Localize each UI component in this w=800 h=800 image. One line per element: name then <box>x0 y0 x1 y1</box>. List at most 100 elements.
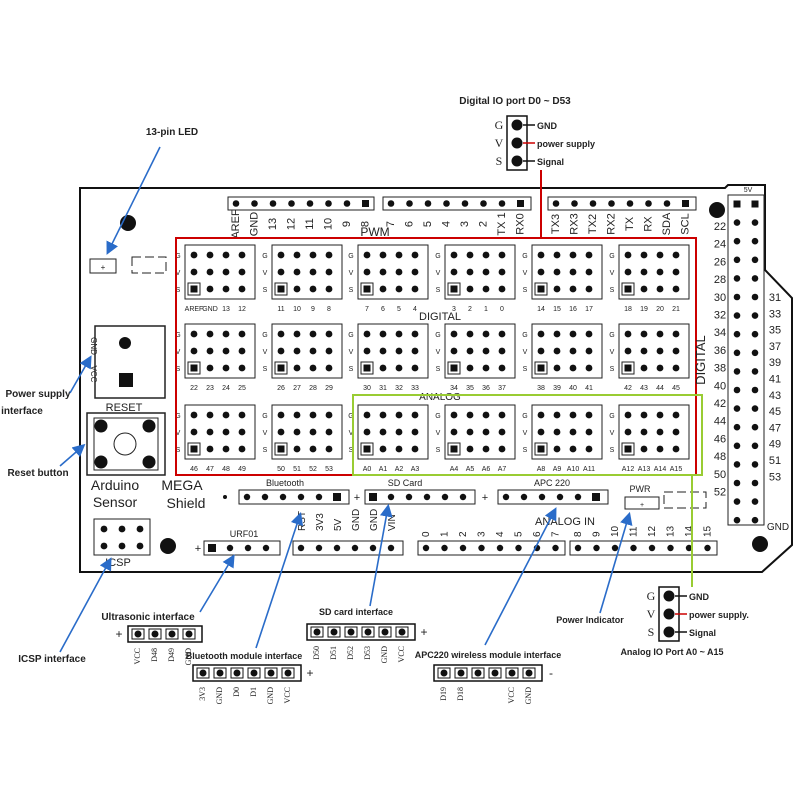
pin-hole-square <box>277 445 285 453</box>
callout-pin-frame <box>327 626 341 638</box>
pin-hole <box>379 445 387 453</box>
annotation-analog-io: Analog IO Port A0 ~ A15 <box>620 647 723 657</box>
callout-pin <box>134 630 142 638</box>
pin-hole-square <box>362 200 369 207</box>
top-header-label: TX3 <box>550 214 562 234</box>
pin-hole <box>206 347 214 355</box>
gvs-label: V <box>349 270 354 277</box>
pin-hole <box>411 285 419 293</box>
reset-leg <box>142 455 156 469</box>
callout-pin-frame <box>213 667 227 679</box>
pin-square <box>274 282 288 296</box>
right-pin-label: 34 <box>714 327 726 339</box>
pin-hole <box>363 330 371 338</box>
pin-hole <box>553 364 561 372</box>
analog-pin-label: 12 <box>647 525 658 537</box>
pin-number-label: 40 <box>569 385 577 392</box>
pin-hole <box>379 347 387 355</box>
pin-hole <box>553 330 561 338</box>
analog-pin-label: 4 <box>495 531 506 537</box>
header-box <box>547 196 697 211</box>
pin-hole <box>411 364 419 372</box>
pin-hole-square <box>190 285 198 293</box>
analog-in-label: ANALOG IN <box>535 516 595 528</box>
pin-number-label: 7 <box>365 306 369 313</box>
gvs-label: G <box>348 253 353 260</box>
pin-hole <box>645 200 652 207</box>
pin-hole-square <box>190 364 198 372</box>
right-pin-label: 44 <box>714 416 726 428</box>
pin-hole <box>569 268 577 276</box>
pin-number-label: 16 <box>569 306 577 313</box>
pin-hole <box>751 516 759 524</box>
top-header-label: 4 <box>441 221 453 227</box>
callout-pin-label: D19 <box>439 687 448 701</box>
callout-pin <box>168 630 176 638</box>
pin-hole <box>325 411 333 419</box>
pin-hole <box>733 349 741 357</box>
pin-hole <box>325 347 333 355</box>
callout-pin-frame <box>310 626 324 638</box>
pin-hole <box>411 251 419 259</box>
right-pin-label: 33 <box>769 308 781 320</box>
pin-hole <box>395 364 403 372</box>
right-pin-label: 43 <box>769 390 781 402</box>
pin-block-frame <box>271 404 343 460</box>
gvs-label: V <box>610 270 615 277</box>
pin-hole <box>498 285 506 293</box>
pin-hole <box>751 349 759 357</box>
sdcard-header <box>364 489 476 505</box>
pin-hole <box>672 445 680 453</box>
pin-hole <box>466 364 474 372</box>
pin-hole <box>315 493 323 501</box>
annotation-power-supply-2: interface <box>1 406 43 417</box>
gvs-label: V <box>176 349 181 356</box>
pin-hole <box>751 386 759 394</box>
pin-hole-square <box>450 364 458 372</box>
top-header-label: 7 <box>385 221 397 227</box>
pin-hole <box>482 364 490 372</box>
pin-hole <box>466 428 474 436</box>
sdcard-label: SD Card <box>388 478 423 488</box>
right-pin-label: 51 <box>769 455 781 467</box>
pin-block-frame <box>271 244 343 300</box>
callout-pin-frame <box>522 667 536 679</box>
annotation-digital-io: Digital IO port D0 ~ D53 <box>459 96 571 107</box>
pin-hole <box>569 411 577 419</box>
pin-hole <box>569 428 577 436</box>
pin-hole <box>251 200 258 207</box>
callout-sign: + <box>306 666 313 680</box>
gvs-label: G <box>348 332 353 339</box>
analog-pin-label: 9 <box>592 531 603 537</box>
callout-pin-frame <box>264 667 278 679</box>
pin-hole-square <box>363 445 371 453</box>
pin-hole <box>466 411 474 419</box>
callout-pin-label: D48 <box>150 648 159 662</box>
pin-hole <box>663 200 671 207</box>
callout-pin-frame <box>165 628 179 640</box>
pin-square <box>447 282 461 296</box>
pin-number-label: 35 <box>466 385 474 392</box>
right-pin-label: 31 <box>769 292 781 304</box>
callout-pin-frame <box>437 667 451 679</box>
pin-hole <box>411 268 419 276</box>
pin-hole <box>537 251 545 259</box>
pin-hole <box>325 445 333 453</box>
pin-hole <box>293 285 301 293</box>
pin-hole <box>395 347 403 355</box>
pin-hole <box>325 268 333 276</box>
pin-number-label: 17 <box>585 306 593 313</box>
pin-hole <box>672 268 680 276</box>
pin-hole <box>190 251 198 259</box>
callout-pin <box>151 630 159 638</box>
pin-number-label: 2 <box>468 306 472 313</box>
pin-hole <box>190 411 198 419</box>
pin-number-label: 53 <box>325 466 333 473</box>
pin-hole <box>480 200 487 207</box>
callout-pin-label: VCC <box>397 646 406 662</box>
